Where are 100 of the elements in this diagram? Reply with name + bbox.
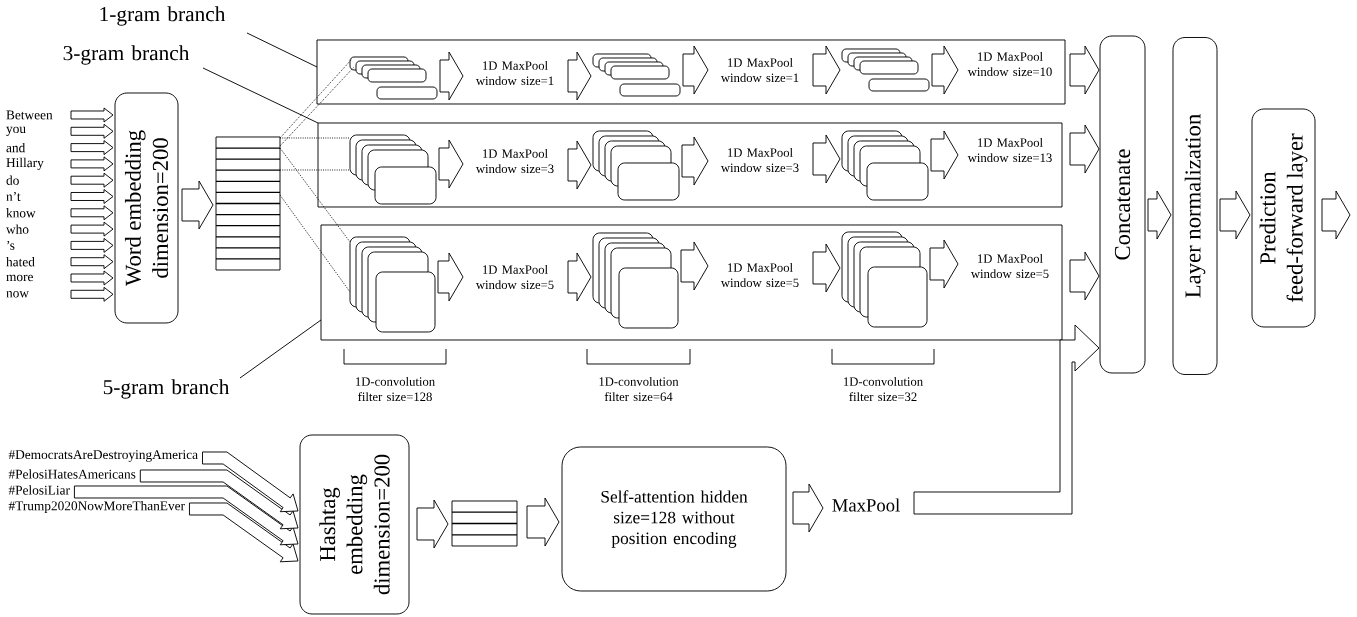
feature-map-stack	[841, 231, 928, 328]
prediction-box: Prediction feed-forward layer	[1251, 108, 1316, 328]
dotted-line	[279, 194, 351, 293]
embedding-box: Hashtag embedding dimension=200	[299, 434, 410, 615]
block-arrow	[913, 324, 1100, 515]
block-arrow	[681, 136, 709, 186]
block-arrow	[1147, 190, 1172, 240]
word-label: you	[6, 126, 26, 136]
word-label: now	[6, 291, 29, 298]
block-arrow	[70, 156, 114, 172]
block-arrow	[438, 139, 464, 189]
block-arrow	[189, 502, 299, 563]
word-label: ’s	[7, 240, 15, 250]
block-arrow	[202, 451, 299, 513]
block-arrow	[930, 130, 959, 180]
feature-map-stack	[841, 130, 929, 201]
word-label: more	[6, 274, 33, 282]
hashtag-label: #PelosiHatesAmericans	[8, 469, 136, 479]
dotted-line	[279, 66, 355, 147]
block-arrow	[567, 252, 592, 302]
pooling-label: 1D MaxPool window size=5	[970, 253, 1049, 279]
feature-map-stack	[349, 236, 436, 333]
block-arrow	[1321, 190, 1351, 240]
block-arrow	[70, 254, 114, 270]
block-arrow	[70, 107, 114, 123]
hashtag-label: #Trump2020NowMoreThanEver	[8, 500, 185, 514]
block-arrow	[680, 241, 709, 291]
branch-panel	[320, 224, 1063, 341]
leader-line	[239, 319, 322, 379]
block-arrow	[70, 140, 114, 156]
branch-label: 3-gram branch	[63, 45, 190, 65]
block-arrow	[682, 45, 709, 95]
pooling-label: 1D MaxPool window size=13	[967, 137, 1052, 163]
branch-panel	[317, 122, 1063, 208]
bracket-label: 1D-convolution filter size=128	[356, 376, 435, 402]
leader-line	[246, 32, 318, 68]
pooling-label: 1D MaxPool window size=3	[475, 148, 554, 174]
block-arrow	[526, 497, 560, 547]
block-arrow	[567, 140, 592, 190]
feature-map-stack	[592, 232, 679, 329]
block-arrow	[70, 237, 114, 253]
embedding-matrix	[215, 136, 281, 271]
block-arrow	[70, 123, 114, 139]
word-label: do	[6, 175, 19, 185]
block-arrow	[929, 239, 959, 289]
attention-box: Self-attention hidden size=128 without position encoding	[561, 446, 787, 592]
hashtag-label: #PelosiLiar	[8, 485, 70, 495]
block-arrow	[1069, 251, 1100, 301]
branch-panel	[316, 39, 1066, 105]
block-arrow	[1069, 45, 1100, 95]
dotted-line	[279, 147, 351, 243]
dotted-line	[279, 169, 351, 171]
word-label: Between	[6, 110, 53, 120]
dotted-line	[279, 58, 353, 139]
normalization-box: Layer normalization	[1172, 37, 1218, 375]
word-label: hated	[6, 257, 35, 267]
word-label: Hillary	[6, 157, 44, 170]
dotted-line	[279, 137, 351, 139]
branch-label: 5-gram branch	[103, 379, 230, 399]
block-arrow	[567, 51, 592, 101]
block-arrow	[792, 483, 824, 533]
feature-map-stack	[349, 56, 438, 100]
block-arrow	[812, 45, 841, 95]
pooling-label: 1D MaxPool window size=1	[720, 57, 799, 83]
bracket-label: 1D-convolution filter size=32	[844, 376, 923, 402]
block-arrow	[139, 469, 299, 530]
block-arrow	[70, 205, 114, 221]
word-label: who	[6, 224, 29, 234]
concatenate-box: Concatenate	[1099, 35, 1146, 374]
block-arrow	[812, 134, 841, 184]
embedding-box: Word embedding dimension=200	[114, 92, 179, 324]
branch-label: 1-gram branch	[100, 6, 226, 26]
pooling-label: 1D MaxPool window size=1	[475, 60, 554, 86]
pooling-label: 1D MaxPool window size=5	[475, 264, 554, 290]
block-arrow	[416, 499, 449, 549]
word-label: know	[6, 208, 36, 218]
block-arrow	[931, 45, 959, 95]
block-arrow	[70, 270, 114, 286]
hashtag-label: #DemocratsAreDestroyingAmerica	[8, 450, 198, 462]
feature-map-stack	[349, 134, 437, 205]
feature-map-stack	[592, 130, 680, 201]
pooling-label: MaxPool	[832, 498, 900, 512]
feature-map-stack	[841, 48, 930, 92]
word-label: n’t	[6, 192, 21, 201]
block-arrow	[1069, 124, 1100, 174]
block-arrow	[437, 252, 464, 302]
pooling-label: 1D MaxPool window size=5	[720, 262, 799, 288]
block-arrow	[73, 485, 299, 546]
block-arrow	[70, 172, 114, 188]
word-label: and	[6, 142, 26, 153]
block-arrow	[439, 51, 464, 101]
bracket-label: 1D-convolution filter size=64	[599, 376, 679, 402]
block-arrow	[70, 286, 114, 302]
block-arrow	[812, 243, 841, 293]
pooling-label: 1D MaxPool window size=3	[720, 147, 799, 173]
feature-map-stack	[592, 53, 681, 97]
block-arrow	[181, 180, 214, 230]
pooling-label: 1D MaxPool window size=10	[967, 51, 1052, 77]
block-arrow	[1219, 190, 1251, 240]
block-arrow	[70, 221, 114, 237]
